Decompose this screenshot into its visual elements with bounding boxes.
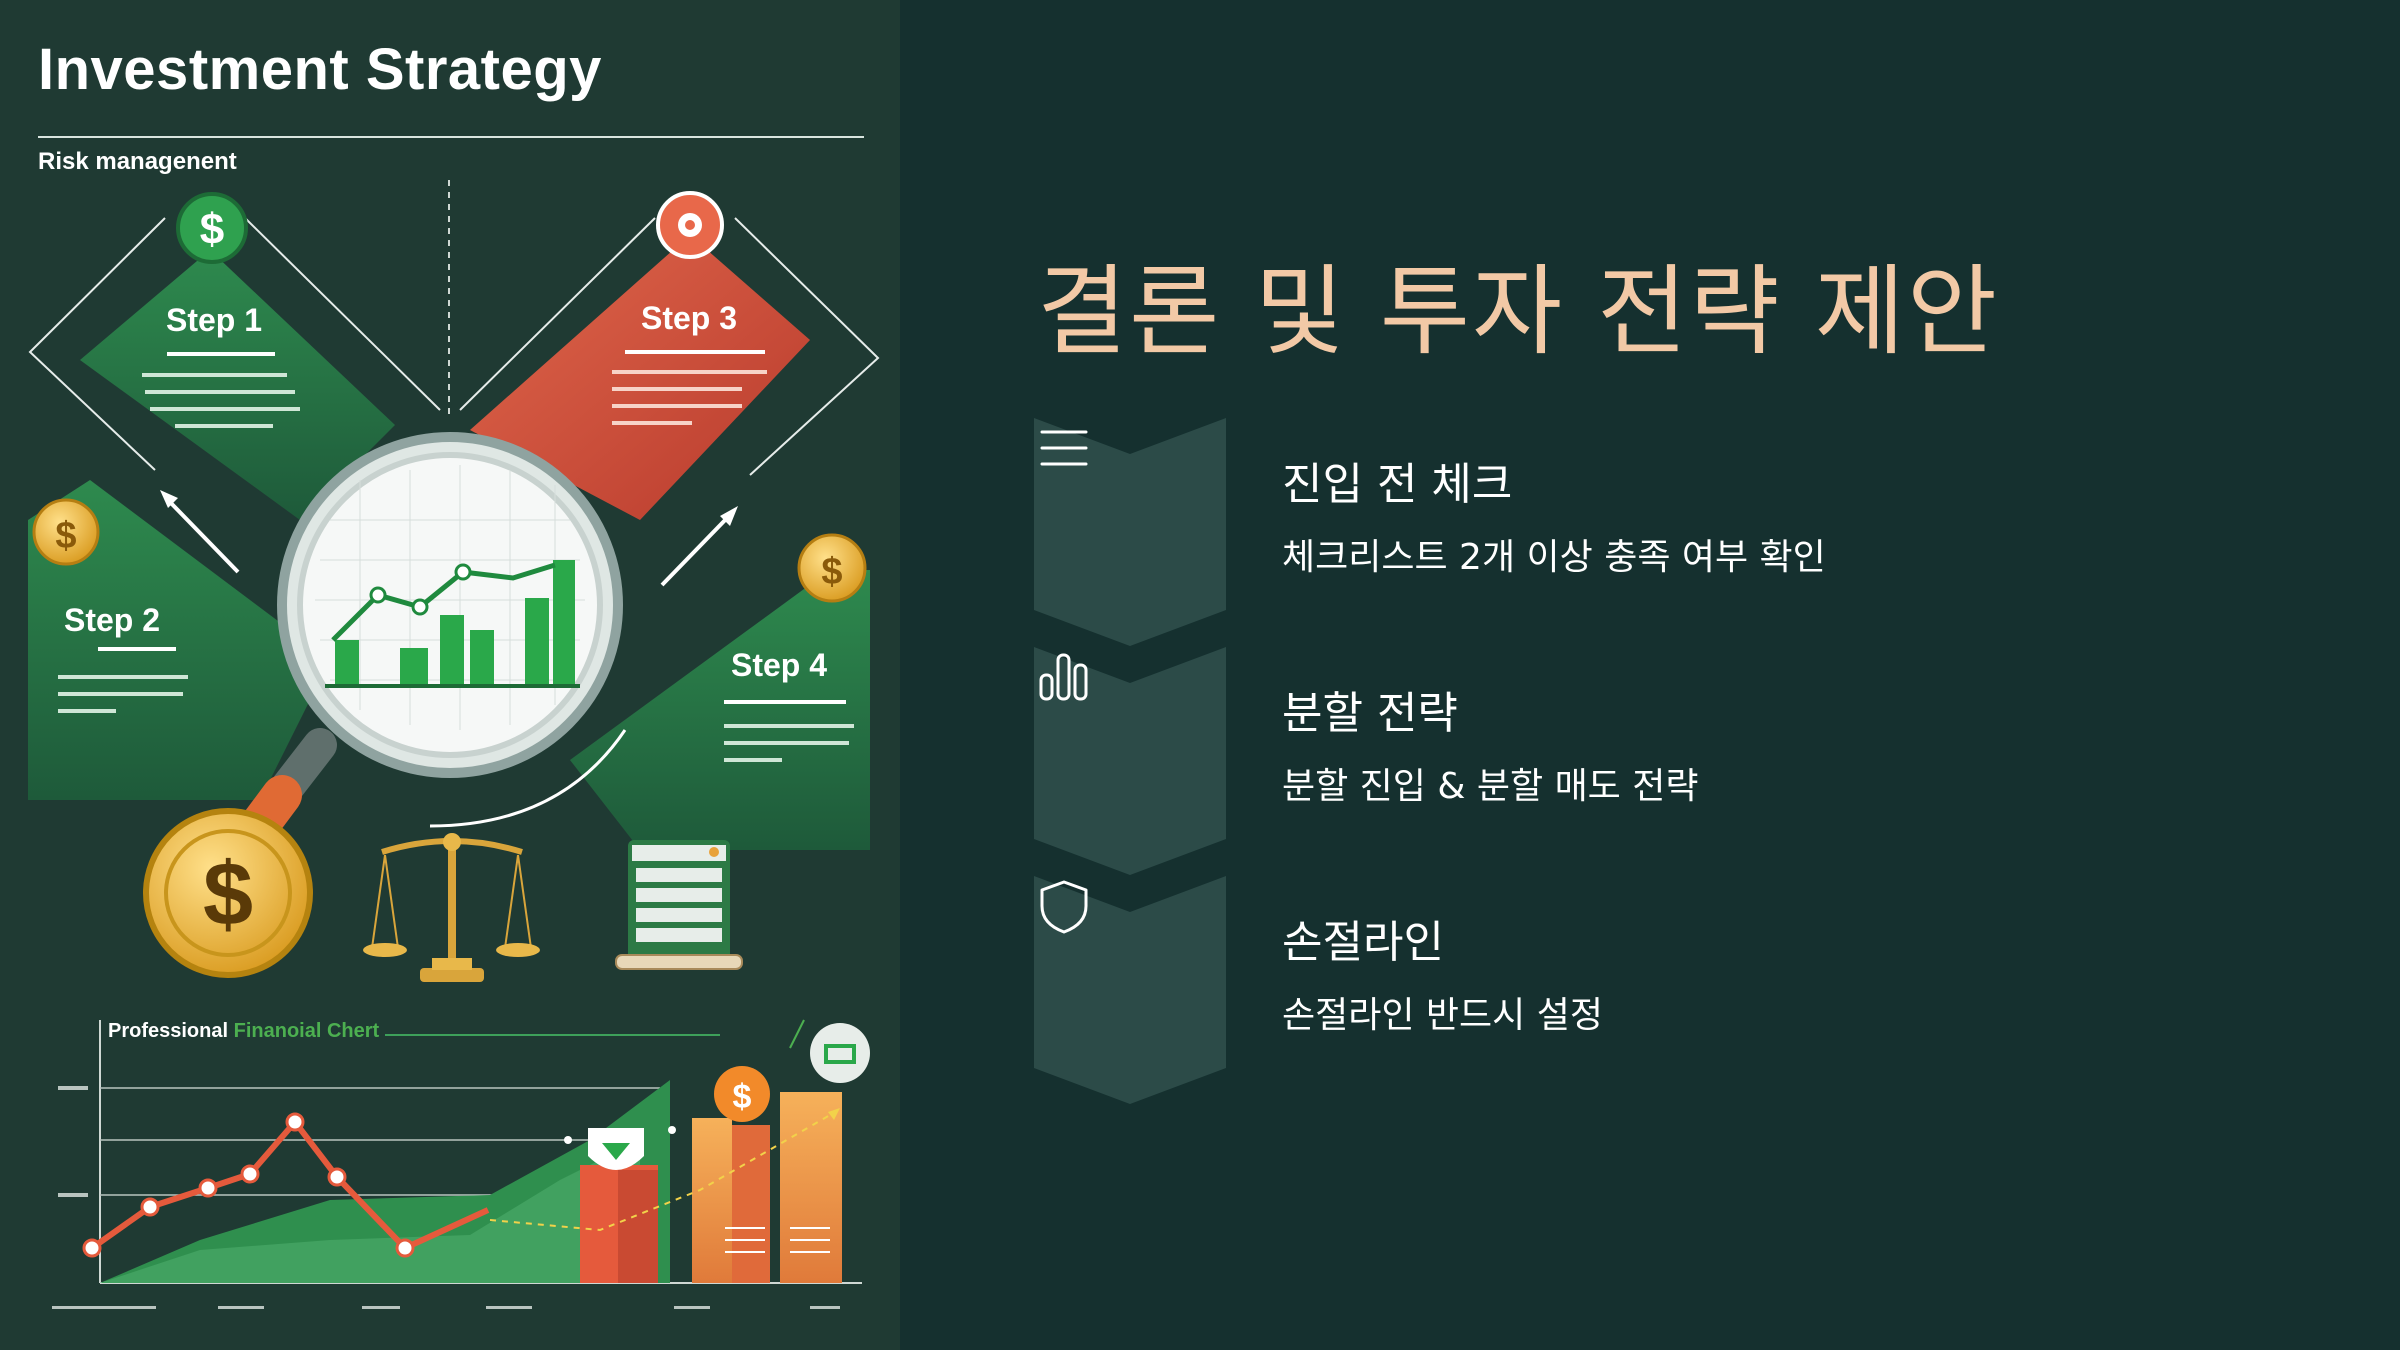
svg-text:$: $	[733, 1078, 752, 1116]
step1-card	[80, 250, 395, 520]
infographic-illustration: $ $ $	[28, 136, 880, 1309]
strategy-item-stop-loss: 손절라인 손절라인 반드시 설정	[1034, 876, 2234, 1104]
item-heading: 손절라인	[1282, 917, 1444, 968]
chevron-badge	[1034, 876, 1226, 1104]
svg-text:$: $	[203, 845, 253, 945]
svg-text:$: $	[55, 515, 76, 557]
step2-card	[28, 480, 330, 800]
step3-card	[470, 235, 810, 520]
balance-scale-icon	[363, 833, 540, 982]
strategy-item-entry-check: 진입 전 체크 체크리스트 2개 이상 충족 여부 확인	[1034, 418, 2234, 646]
chart-title-part1: Professional	[108, 1020, 229, 1042]
chart-title: Professional Finanoial Chert	[108, 1020, 379, 1043]
slide-title: 결론 및 투자 전략 제안	[1037, 255, 2000, 369]
bar-chart-icon	[1039, 653, 1088, 701]
item-description: 분할 진입 & 분할 매도 전략	[1282, 766, 1699, 807]
svg-text:$: $	[200, 205, 224, 254]
step-3-label: Step 3	[641, 300, 738, 336]
svg-text:$: $	[821, 551, 842, 593]
step4-card	[570, 570, 870, 850]
chevron-badge	[1034, 418, 1226, 646]
item-description: 체크리스트 2개 이상 충족 여부 확인	[1282, 537, 1826, 578]
item-heading: 진입 전 체크	[1282, 459, 1513, 510]
ledger-icon	[615, 840, 743, 970]
step-4-label: Step 4	[731, 647, 828, 683]
item-heading: 분할 전략	[1282, 688, 1458, 739]
poster-title: Investment Strategy	[38, 37, 602, 102]
step-2-label: Step 2	[64, 602, 161, 638]
item-description: 손절라인 반드시 설정	[1282, 995, 1603, 1036]
menu-icon	[1040, 430, 1088, 466]
poster-subtitle: Risk managenent	[38, 148, 237, 175]
shield-icon	[1040, 880, 1088, 934]
infographic-panel: $ $ $	[0, 0, 900, 1350]
step-1-label: Step 1	[166, 302, 263, 338]
strategy-item-split: 분할 전략 분할 진입 & 분할 매도 전략	[1034, 647, 2234, 875]
financial-chart: $	[52, 1019, 870, 1309]
chart-title-part2: Finanoial Chert	[233, 1020, 380, 1042]
coin-icon	[143, 808, 313, 978]
chevron-badge	[1034, 647, 1226, 875]
